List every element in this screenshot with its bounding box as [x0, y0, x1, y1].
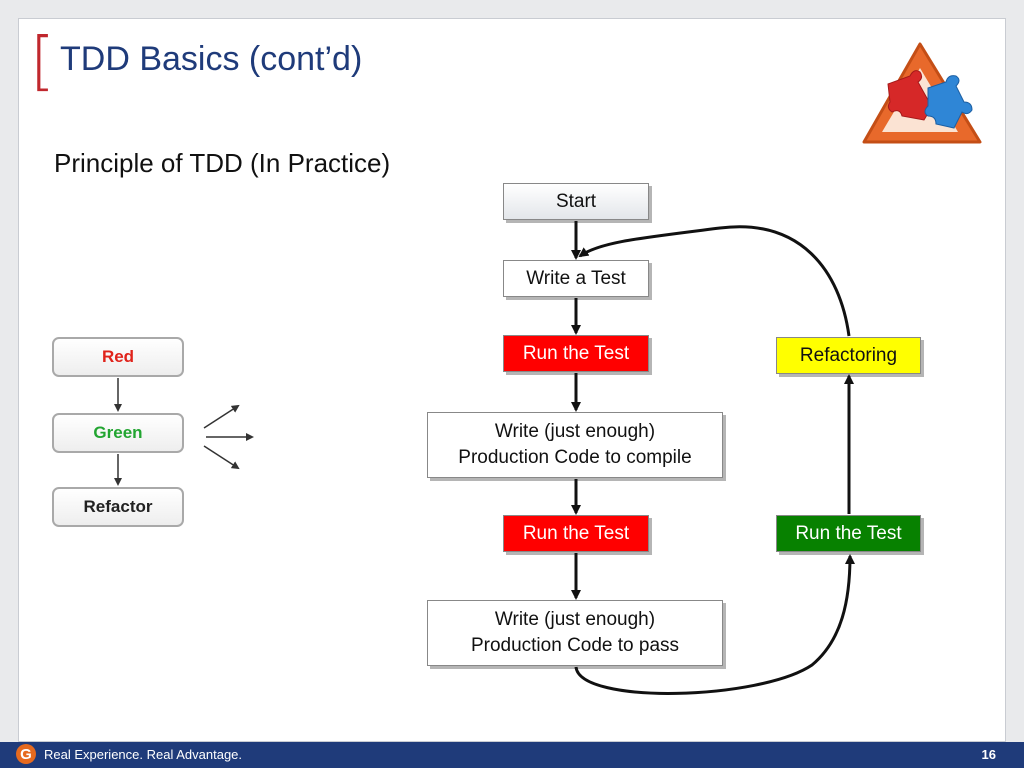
cycle-step-refactor: Refactor	[52, 487, 184, 527]
run-test-label-1: Run the Test	[522, 342, 630, 364]
company-logo-icon: G	[16, 744, 36, 764]
compile-line-2: Production Code to compile	[458, 447, 692, 468]
pass-line-1: Write (just enough)	[494, 609, 656, 630]
write-compile-code-box: Write (just enough) Production Code to c…	[427, 412, 723, 478]
footer-tagline: Real Experience. Real Advantage.	[44, 747, 243, 762]
compile-line-1: Write (just enough)	[494, 421, 656, 442]
spread-arrow-up	[203, 404, 240, 429]
cycle-step-red-label: Red	[101, 347, 135, 366]
write-test-label: Write a Test	[526, 267, 626, 289]
cycle-step-green-label: Green	[93, 423, 143, 442]
cycle-step-green: Green	[52, 413, 184, 453]
run-test-green-box: Run the Test	[776, 515, 921, 552]
spread-arrow-down	[203, 445, 240, 470]
pass-line-2: Production Code to pass	[470, 635, 680, 656]
slide-subtitle: Principle of TDD (In Practice)	[54, 148, 391, 178]
title-bracket: [	[30, 25, 55, 99]
run-test-label-3: Run the Test	[795, 522, 902, 544]
run-test-red-box-1: Run the Test	[503, 335, 649, 372]
run-test-label-2: Run the Test	[522, 522, 630, 544]
arrow-pass-to-green	[574, 554, 855, 695]
run-test-red-box-2: Run the Test	[503, 515, 649, 552]
refactoring-label: Refactoring	[799, 344, 898, 366]
page-number: 16	[981, 747, 996, 762]
page-title: TDD Basics (cont’d)	[60, 40, 363, 78]
write-pass-code-box: Write (just enough) Production Code to p…	[427, 600, 723, 666]
footer-bar: G Real Experience. Real Advantage. 16	[0, 742, 1024, 768]
cycle-step-refactor-label: Refactor	[83, 497, 153, 516]
puzzle-triangle-icon	[862, 42, 982, 144]
start-label: Start	[555, 190, 597, 212]
arrow-refactor-to-write	[578, 225, 851, 337]
start-box: Start	[503, 183, 649, 220]
write-test-box: Write a Test	[503, 260, 649, 297]
refactoring-box: Refactoring	[776, 337, 921, 374]
cycle-step-red: Red	[52, 337, 184, 377]
